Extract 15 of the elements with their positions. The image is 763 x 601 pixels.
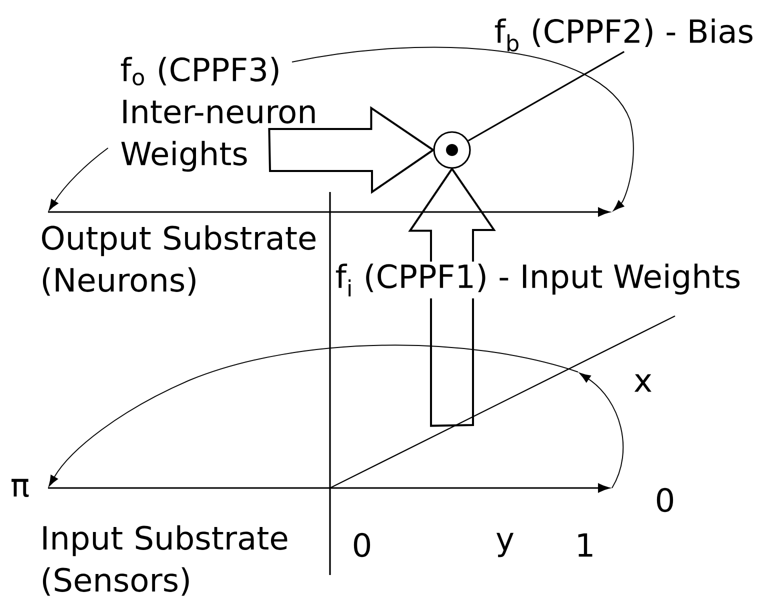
- axis-label: 0: [354, 532, 370, 558]
- axis-label: π: [12, 478, 29, 498]
- axis-label: 1: [578, 533, 592, 557]
- substrate-label: Input Substrate (Sensors): [42, 525, 288, 596]
- callout-text: f$_{b}$ (CPPF2) - Bias: [494, 18, 752, 52]
- neuron-circle: [433, 131, 471, 169]
- callout-text: f$_{o}$ (CPPF3) Inter-neuron Weights: [120, 56, 315, 172]
- substrate-label: Output Substrate (Neurons): [42, 225, 316, 296]
- leader-line: [468, 51, 625, 142]
- axis-label: x: [634, 374, 652, 392]
- axis-label: y: [496, 532, 514, 558]
- edge-label: f$_{i}$ (CPPF1) - Input Weights: [333, 262, 744, 298]
- axis-label: 0: [656, 488, 674, 512]
- block-arrow: [268, 106, 435, 194]
- block-arrow: [408, 167, 496, 427]
